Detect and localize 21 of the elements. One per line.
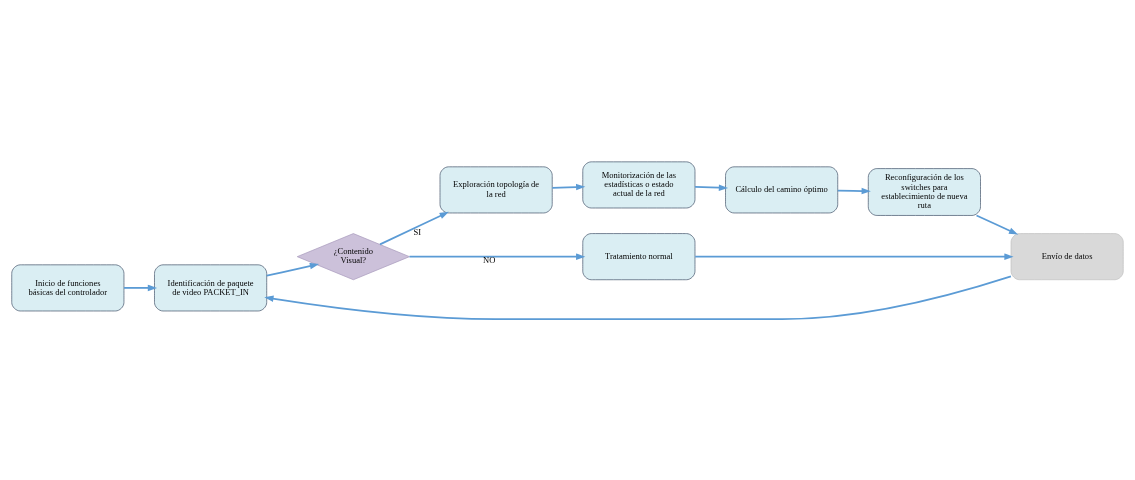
arrow [694,183,729,191]
node-box: Envío de datos [1010,232,1124,280]
arrow [975,214,1019,235]
node-box: Cálculo del camino óptimo [725,165,839,213]
node-box: Monitorización de las estadísticas o estado actual de la red [582,161,696,208]
node-box: Reconfiguración de los switches para establecimiento de nueva ruta [867,167,981,216]
edge-label: SI [413,226,422,237]
node-diamond: ¿Contenido Visual? [296,232,410,280]
arrow [123,284,158,291]
arrow [264,274,1012,320]
arrow [265,262,320,277]
node-box: Tratamiento normal [582,232,696,280]
arrow [836,187,871,194]
edge-label: NO [483,254,496,265]
arrow [379,211,449,245]
arrow [694,252,1014,260]
node-box: Inicio de funciones básicas del controlador [11,263,125,311]
arrow [408,252,586,260]
node-box: Exploración topología de la red [439,165,553,213]
arrow [551,183,586,190]
node-box: Identificación de paquete de video PACKET_IN [154,263,268,311]
